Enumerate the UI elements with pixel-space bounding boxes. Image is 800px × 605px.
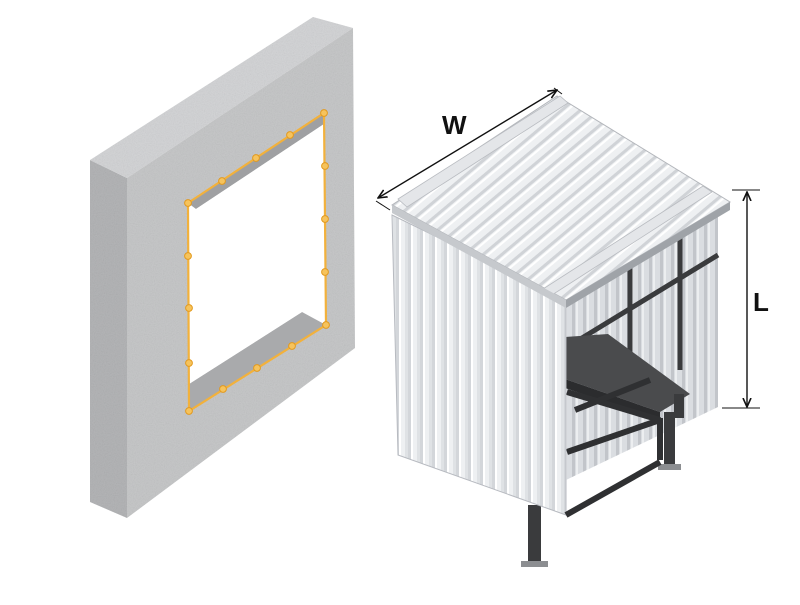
anchor-points [184, 109, 330, 415]
anchor-point [219, 385, 227, 393]
anchor-point [320, 109, 328, 117]
canopy-legs [521, 394, 684, 567]
anchor-point [322, 321, 330, 329]
wall-front-face [127, 28, 355, 518]
canopy-roof-edge-left [392, 205, 566, 308]
width-dimension-icon: W [375, 87, 563, 211]
length-dimension-icon: L [722, 189, 769, 409]
anchor-point [321, 268, 329, 276]
anchor-point [288, 342, 296, 350]
width-label: W [442, 110, 467, 140]
anchor-point [253, 364, 261, 372]
canopy-base-rail [564, 459, 662, 518]
wall-top-face [90, 17, 353, 178]
anchor-point [218, 177, 226, 185]
anchor-point [185, 304, 193, 312]
canopy-bench-frame [566, 377, 663, 460]
length-label: L [753, 287, 769, 317]
anchor-point [321, 162, 329, 170]
anchor-point [184, 199, 192, 207]
anchor-point [185, 407, 193, 415]
anchor-point [252, 154, 260, 162]
opening-void [189, 124, 324, 384]
anchor-point [184, 252, 192, 260]
anchor-point [321, 215, 329, 223]
canopy-bench-seat [565, 334, 690, 412]
canopy-roof-edge [566, 202, 730, 308]
corrugated-metal-canopy-icon [391, 95, 731, 567]
concrete-wall-with-opening-icon [90, 17, 355, 518]
wall-side-face [90, 160, 127, 518]
anchor-point [286, 131, 294, 139]
anchor-point [185, 359, 193, 367]
